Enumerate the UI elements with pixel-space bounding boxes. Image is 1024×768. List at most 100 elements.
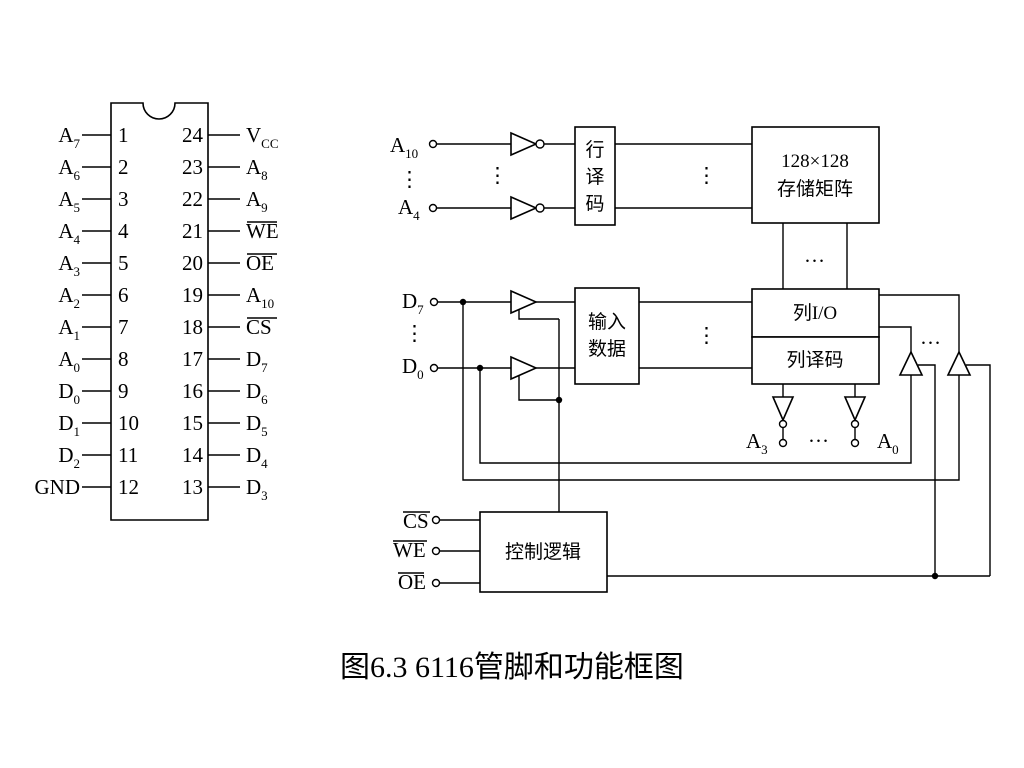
control-logic-box	[479, 511, 608, 593]
enable-junction	[555, 396, 563, 404]
data-ellipsis: ⋮	[404, 321, 425, 345]
pin-number: 18	[182, 315, 203, 339]
col-inverter-a3	[771, 396, 795, 423]
col-inverter-a0	[843, 396, 867, 423]
row-decoder-char-2: 译	[585, 167, 604, 188]
pin-name: A7	[58, 123, 80, 151]
data-lines-ellipsis: ⋮	[696, 323, 717, 347]
addr-buffer-ellipsis: ⋮	[487, 163, 508, 187]
pin-name: D5	[246, 411, 268, 439]
pin-name: A10	[246, 283, 274, 311]
pin-9: 9D0	[58, 379, 128, 407]
output-buffer-ellipsis: …	[920, 325, 941, 349]
pin-16: 16 D6	[182, 379, 268, 407]
pin-number: 15	[182, 411, 203, 435]
pin-5: 5 A3	[58, 251, 128, 279]
we-terminal	[431, 546, 441, 556]
a4-terminal	[428, 203, 438, 213]
pin-number: 24	[182, 123, 204, 147]
row-decoder-char-3: 码	[585, 194, 604, 215]
oe-terminal	[431, 578, 441, 588]
pin-name: A3	[58, 251, 80, 279]
row-lines-ellipsis: ⋮	[696, 163, 717, 187]
pin-name: D0	[58, 379, 80, 407]
col-addr-ellipsis: …	[808, 423, 829, 447]
pin-name: D3	[246, 475, 268, 503]
addr-ellipsis: ⋮	[399, 167, 420, 191]
pin-number: 17	[182, 347, 203, 371]
pin-7: 7A1	[58, 315, 128, 343]
pin-name: D1	[58, 411, 80, 439]
row-decoder-box	[574, 126, 616, 226]
row-inverter-top	[510, 131, 538, 157]
cs-terminal	[431, 515, 441, 525]
input-data-label-2: 数据	[588, 338, 626, 360]
pin-3: 3A5	[58, 187, 128, 215]
pin-19: 19 A10	[182, 283, 274, 311]
control-logic-label: 控制逻辑	[505, 541, 581, 563]
data-d0-label: D0	[402, 354, 424, 382]
pin-number: 1	[118, 123, 129, 147]
pin-name: A4	[58, 219, 80, 247]
pin-number: 23	[182, 155, 203, 179]
input-buffer-bottom	[510, 355, 538, 381]
pin-number: 7	[118, 315, 129, 339]
column-io-box	[751, 288, 880, 338]
a10-terminal	[428, 139, 438, 149]
pin-number: 6	[118, 283, 129, 307]
pin-number: 19	[182, 283, 203, 307]
ctrl-oe-label: OE	[398, 570, 426, 594]
memory-array-size: 128×128	[781, 151, 849, 172]
pin-17: 17 D7	[182, 347, 268, 375]
pin-number: 2	[118, 155, 129, 179]
chip-body	[110, 102, 209, 521]
pin-4: 4 A4	[58, 219, 129, 247]
d7-terminal	[429, 297, 439, 307]
input-data-label-1: 输入	[588, 311, 626, 333]
pin-name: A2	[58, 283, 80, 311]
pin-name: D6	[246, 379, 268, 407]
input-data-box	[574, 287, 640, 385]
pin-name: A5	[58, 187, 80, 215]
pin-18: 18 CS	[182, 315, 277, 339]
addr-a4-label: A4	[398, 195, 420, 223]
function-block-diagram: A10 A4 ⋮ ⋮ 行 译 码 ⋮ 128×128 存储矩阵 … 列I/O	[390, 126, 991, 594]
pin-name: A8	[246, 155, 268, 183]
pin-name: A9	[246, 187, 268, 215]
pin-name: OE	[246, 251, 274, 275]
pin-1: 1 A7	[58, 123, 128, 151]
column-decoder-box	[751, 336, 880, 385]
ctrl-we-label: WE	[393, 538, 426, 562]
pin-number: 5	[118, 251, 129, 275]
ctrl-cs-label: CS	[403, 509, 429, 533]
pin-name: A0	[58, 347, 80, 375]
pin-number: 20	[182, 251, 203, 275]
pin-number: 12	[118, 475, 139, 499]
row-inverter-bottom	[510, 195, 538, 221]
control-junction	[931, 572, 939, 580]
col-addr-a3-label: A3	[746, 429, 768, 457]
pin-23: 23 A8	[182, 155, 268, 183]
pin-6: 6 A2	[58, 283, 128, 311]
pin-8: 8A0	[58, 347, 128, 375]
pin-name: CS	[246, 315, 272, 339]
pin-number: 4	[118, 219, 129, 243]
pin-name: VCC	[246, 123, 279, 151]
pin-name: D4	[246, 443, 268, 471]
pin-14: 14 D4	[182, 443, 268, 471]
pin-name: A6	[58, 155, 80, 183]
pin-number: 16	[182, 379, 203, 403]
output-buffer-left	[898, 350, 924, 376]
pin-number: 14	[182, 443, 204, 467]
pin-name: D7	[246, 347, 268, 375]
pin-name: GND	[35, 475, 81, 499]
array-columns-ellipsis: …	[804, 243, 825, 267]
